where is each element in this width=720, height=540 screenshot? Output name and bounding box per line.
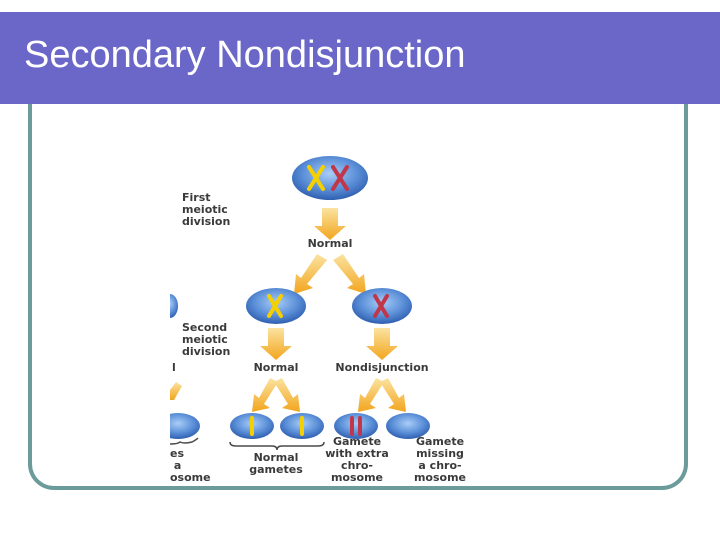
gamete-missing-chromosome-label: Gamete missing a chro- mosome: [413, 435, 467, 484]
arrow-down: [260, 328, 292, 360]
arrow-left: [294, 254, 327, 294]
red-chromosome-pair: [331, 165, 349, 191]
yellow-chromosome-pair: [307, 165, 325, 191]
gamete-normal-2: [280, 413, 324, 439]
cut-cell: [170, 413, 200, 439]
arrow-down: [366, 328, 398, 360]
second-meiotic-division-label: Second meiotic division: [182, 321, 231, 358]
arrow-gamete: [170, 382, 182, 400]
arrow-gamete: [380, 378, 406, 412]
gamete-missing-chromosome: [386, 413, 430, 439]
secondary-cell-left: [246, 288, 306, 324]
cut-label: l: [172, 361, 176, 374]
cut-cell: [170, 294, 178, 318]
secondary-cell-right: [352, 288, 412, 324]
cut-brace: [170, 437, 199, 445]
normal-gametes-brace: [229, 441, 325, 451]
normal-label-left: Normal: [253, 361, 299, 374]
nondisjunction-diagram: First meiotic division Normal Second mei…: [170, 150, 490, 490]
arrow-gamete: [358, 378, 384, 412]
gamete-extra-chromosome-label: Gamete with extra chro- mosome: [325, 435, 389, 484]
normal-label-top: Normal: [307, 237, 353, 250]
arrow-gamete: [252, 378, 278, 412]
arrow-gamete: [274, 378, 300, 412]
gamete-normal-1: [230, 413, 274, 439]
gamete-extra-chromosome: [334, 413, 378, 439]
parent-cell: [292, 156, 368, 200]
cut-label: es a osome: [170, 447, 211, 484]
normal-gametes-label: Normal gametes: [249, 451, 303, 476]
arrow-right: [333, 254, 366, 294]
diagram-graphic: [170, 156, 430, 451]
nondisjunction-label: Nondisjunction: [335, 361, 429, 374]
slide-title: Secondary Nondisjunction: [24, 34, 466, 76]
first-meiotic-division-label: First meiotic division: [182, 191, 231, 228]
arrow-down: [314, 208, 346, 240]
